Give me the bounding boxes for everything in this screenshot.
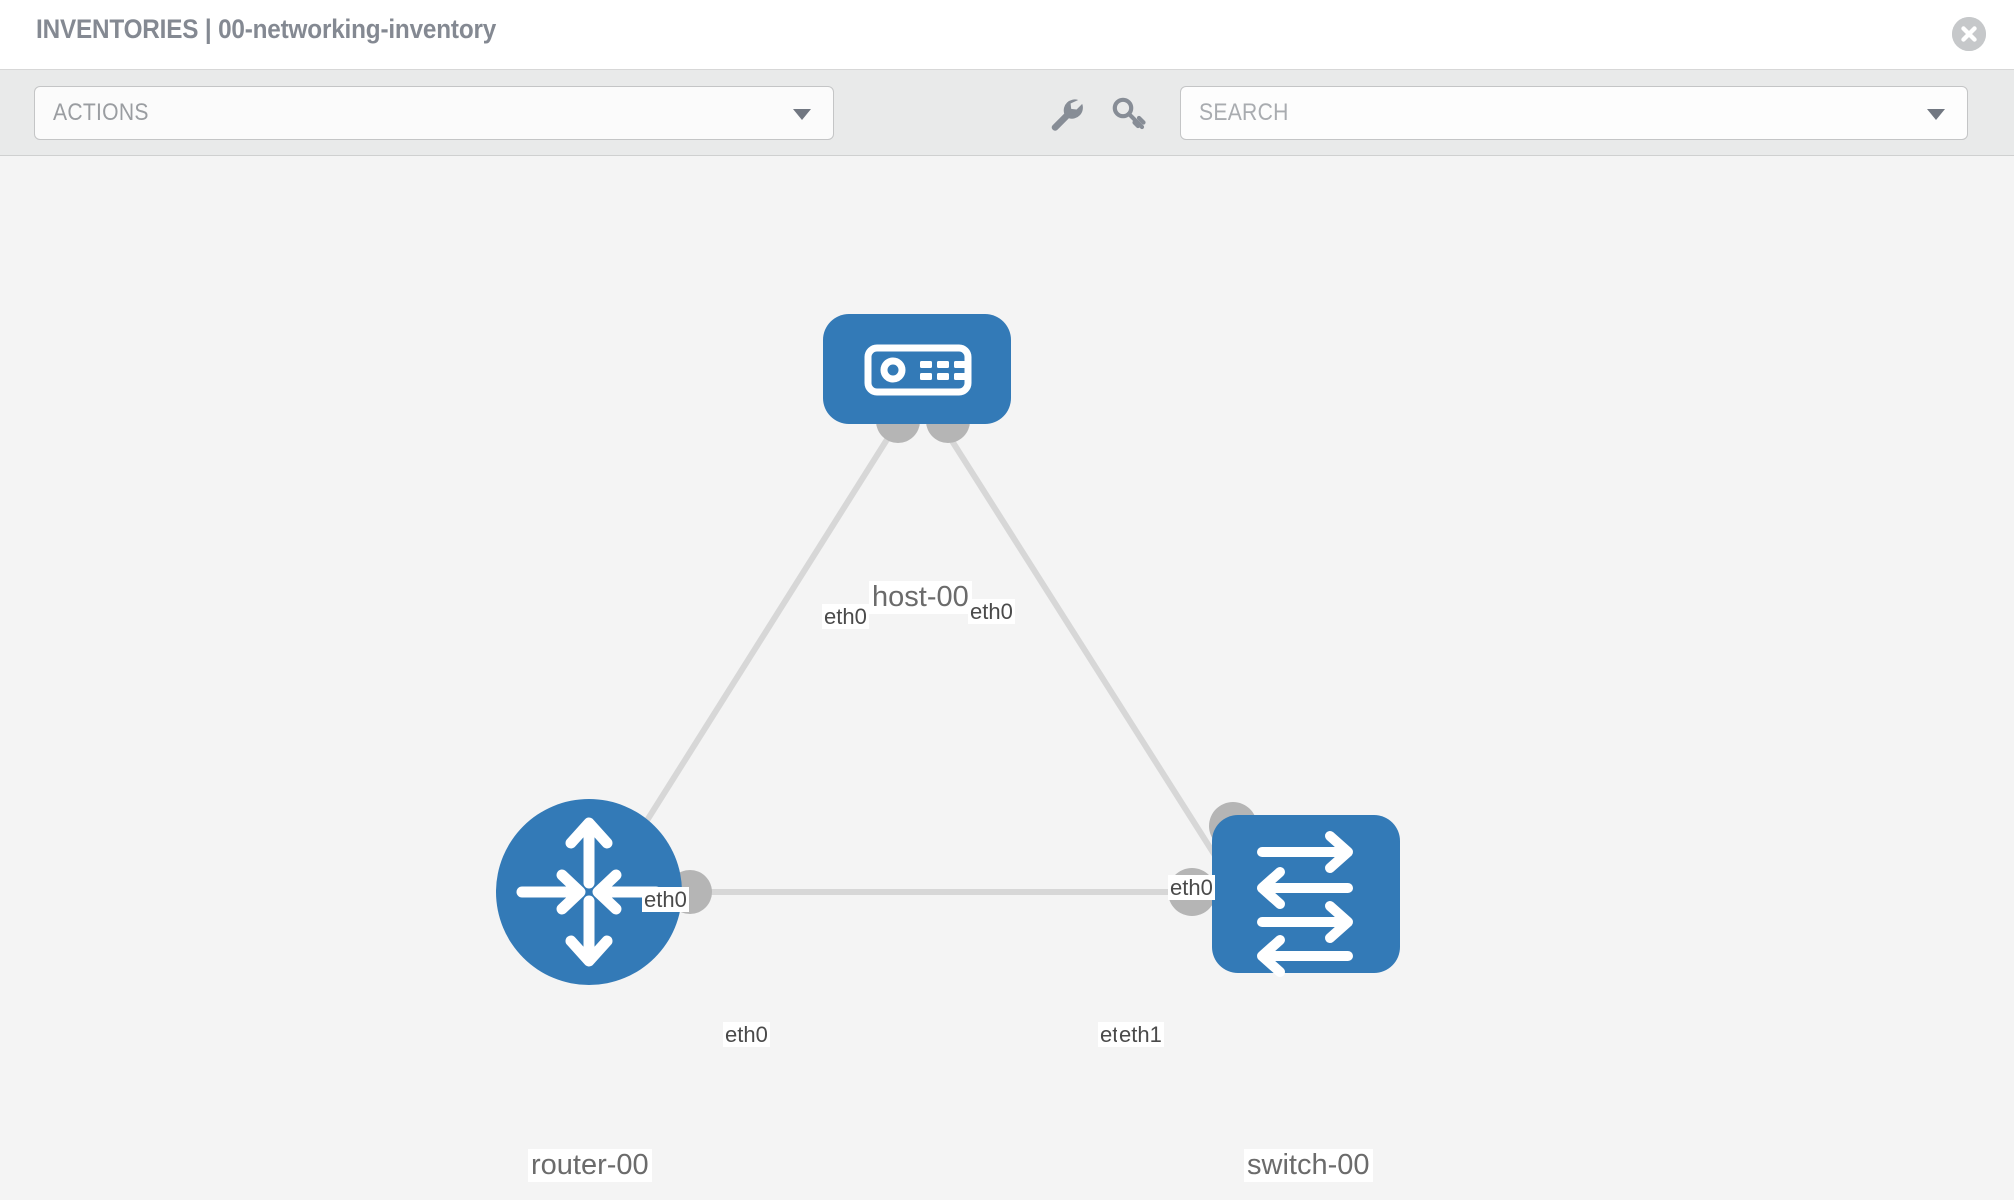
port-label-switch-up: eth0	[1168, 875, 1215, 901]
port-label-switch-left: eth1	[1117, 1022, 1164, 1048]
server-appliance-icon	[864, 344, 972, 396]
actions-dropdown[interactable]: ACTIONS	[34, 86, 834, 140]
topology-canvas[interactable]: eth0 host-00 eth0 eth0 eth0 eth0 eth eth…	[0, 156, 2014, 1200]
topology-graph	[496, 314, 1400, 985]
search-placeholder: SEARCH	[1199, 99, 1289, 126]
port-label-host-right: eth0	[968, 599, 1015, 625]
node-label-host-00: host-00	[869, 581, 972, 615]
chevron-down-icon	[1927, 109, 1945, 120]
port-label-host-left: eth0	[822, 604, 869, 630]
edge-host-router	[609, 420, 901, 878]
window-header: INVENTORIES | 00-networking-inventory	[0, 0, 2014, 70]
topology-port-dots	[668, 399, 1257, 916]
node-label-router-00: router-00	[528, 1149, 652, 1183]
search-input[interactable]: SEARCH	[1180, 86, 1968, 140]
node-host-00	[823, 314, 1011, 424]
switch-arrows-icon	[1257, 831, 1353, 977]
server-appliance-icon-leds	[920, 361, 966, 380]
node-switch-00	[1212, 815, 1400, 977]
router-four-arrows-icon	[516, 817, 662, 967]
chevron-down-icon	[793, 109, 811, 120]
actions-dropdown-label: ACTIONS	[53, 99, 149, 126]
page-title: INVENTORIES | 00-networking-inventory	[36, 14, 497, 44]
node-router-00	[496, 799, 682, 985]
node-label-switch-00: switch-00	[1244, 1149, 1373, 1183]
port-label-router-right: eth0	[723, 1022, 770, 1048]
wrench-icon[interactable]	[1044, 92, 1086, 134]
topology-edges	[609, 420, 1231, 895]
key-icon[interactable]	[1108, 92, 1150, 134]
close-icon[interactable]	[1952, 17, 1986, 51]
toolbar: ACTIONS SEARCH	[0, 70, 2014, 156]
edge-host-switch	[937, 420, 1231, 878]
port-label-router-up: eth0	[642, 887, 689, 913]
